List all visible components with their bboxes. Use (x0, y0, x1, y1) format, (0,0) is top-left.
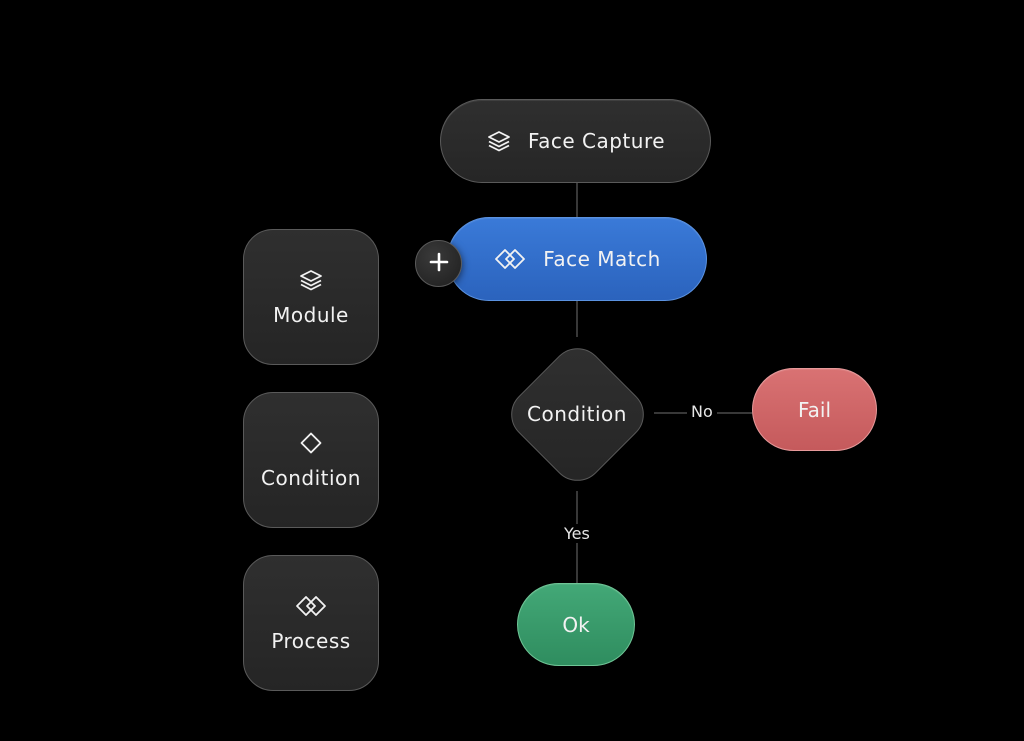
edge-label-no: No (687, 402, 717, 421)
plus-icon (429, 252, 449, 276)
condition-node[interactable]: Condition (499, 336, 655, 492)
ok-label: Ok (562, 612, 590, 637)
layers-icon (486, 129, 512, 153)
fail-label: Fail (797, 397, 832, 422)
diamond-icon (299, 431, 323, 460)
face-match-label: Face Match (543, 247, 661, 271)
linked-diamonds-icon (493, 247, 527, 271)
palette-item-process[interactable]: Process (243, 555, 379, 691)
layers-icon (298, 268, 324, 297)
palette-item-condition[interactable]: Condition (243, 392, 379, 528)
add-node-button[interactable] (415, 240, 462, 287)
face-match-node[interactable]: Face Match (447, 217, 707, 301)
edge-label-yes: Yes (560, 524, 594, 543)
face-capture-node[interactable]: Face Capture (440, 99, 711, 183)
linked-diamonds-icon (294, 594, 328, 623)
fail-node[interactable]: Fail (752, 368, 877, 451)
palette-item-module[interactable]: Module (243, 229, 379, 365)
palette-item-label: Condition (261, 465, 361, 490)
palette-item-label: Module (273, 302, 349, 327)
palette-item-label: Process (271, 628, 351, 653)
face-capture-label: Face Capture (527, 129, 666, 153)
condition-label: Condition (527, 402, 627, 426)
ok-node[interactable]: Ok (517, 583, 635, 666)
